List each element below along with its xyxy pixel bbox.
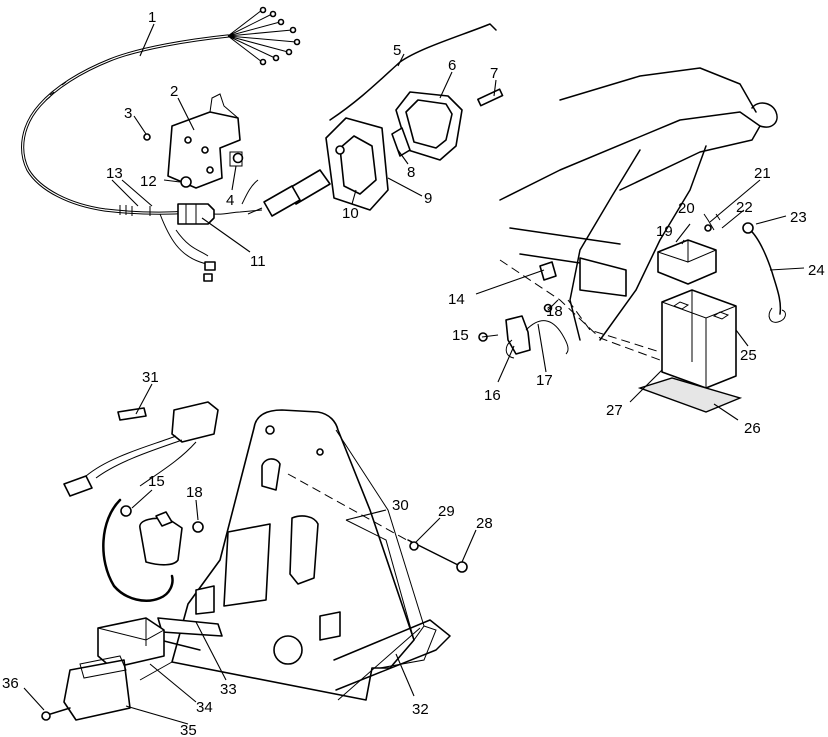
callout-34: 34 (196, 699, 213, 716)
callout-15-upper: 15 (452, 327, 469, 344)
mounting-plate-assembly (139, 409, 451, 701)
callout-33: 33 (220, 681, 237, 698)
callout-18-lower: 18 (186, 484, 203, 501)
callout-17: 17 (536, 372, 553, 389)
tail-light-assembly (241, 23, 504, 217)
callout-35: 35 (180, 722, 197, 737)
leader-lines (23, 23, 805, 725)
callout-22: 22 (736, 199, 753, 216)
callout-6: 6 (448, 57, 456, 74)
callout-26: 26 (744, 420, 761, 437)
callout-15-lower: 15 (148, 473, 165, 490)
callout-9: 9 (424, 190, 432, 207)
callout-25: 25 (740, 347, 757, 364)
callout-11: 11 (250, 253, 266, 270)
callout-19: 19 (656, 223, 673, 240)
callout-4: 4 (226, 192, 234, 209)
callout-12: 12 (140, 173, 157, 190)
callout-8: 8 (407, 164, 415, 181)
callout-24: 24 (808, 262, 825, 279)
frame-battery-assembly (478, 67, 786, 413)
callout-5: 5 (393, 42, 401, 59)
callout-7: 7 (490, 65, 498, 82)
callout-36: 36 (2, 675, 19, 692)
callout-29: 29 (438, 503, 455, 520)
wiring-harness (21, 6, 301, 282)
callout-32: 32 (412, 701, 429, 718)
mounting-bracket-2 (143, 93, 244, 189)
callout-labels: 1 2 3 4 5 6 7 8 9 10 11 12 13 14 15 16 1… (2, 9, 825, 737)
callout-21: 21 (754, 165, 771, 182)
callout-16: 16 (484, 387, 501, 404)
callout-30: 30 (392, 497, 409, 514)
callout-10: 10 (342, 205, 359, 222)
callout-23: 23 (790, 209, 807, 226)
callout-27: 27 (606, 402, 623, 419)
callout-28: 28 (476, 515, 493, 532)
callout-14: 14 (448, 291, 465, 308)
callout-31: 31 (142, 369, 159, 386)
callout-3: 3 (124, 105, 132, 122)
callout-18-upper: 18 (546, 303, 563, 320)
callout-1: 1 (148, 9, 156, 26)
callout-20: 20 (678, 200, 695, 217)
callout-2: 2 (170, 83, 178, 100)
lower-components (41, 401, 468, 721)
callout-13: 13 (106, 165, 123, 182)
